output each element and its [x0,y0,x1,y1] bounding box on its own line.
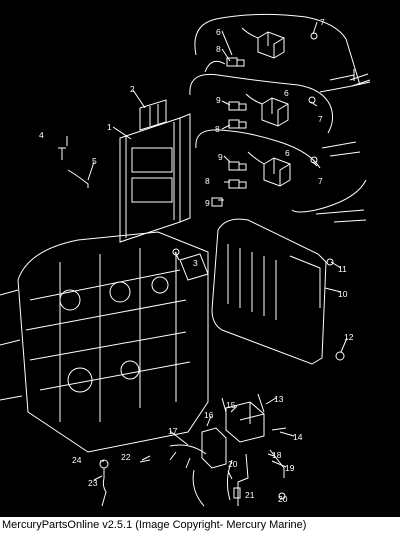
ignition-coil-3 [247,151,291,187]
callout-8a: 8 [216,44,221,54]
callout-4: 4 [39,130,44,140]
callout-9c: 9 [205,198,210,208]
callout-2: 2 [130,84,135,94]
intake-plate-assembly [119,99,191,243]
wiring-harness [169,444,285,507]
callout-17: 17 [168,426,178,436]
callout-22: 22 [121,452,131,462]
callout-18: 18 [272,450,282,460]
engine-block [0,231,209,453]
spark-plug-wire-2 [189,69,371,134]
callout-16: 16 [204,410,214,420]
callout-6b: 6 [284,88,289,98]
callout-7a: 7 [320,17,325,27]
callout-8b: 8 [215,124,220,134]
callout-13: 13 [274,394,284,404]
coil-connectors [211,32,318,207]
leader-lines [66,21,348,481]
spark-plug-wire-1 [194,13,371,87]
ignition-coil-1 [241,27,285,59]
callout-23: 23 [88,478,98,488]
callout-9b: 9 [218,152,223,162]
callout-5: 5 [92,156,97,166]
callout-14: 14 [293,432,303,442]
cover-plate [211,218,327,365]
callout-9a: 9 [216,95,221,105]
callout-3: 3 [193,258,198,268]
callout-8c: 8 [205,176,210,186]
callout-1: 1 [107,122,112,132]
callout-7c: 7 [318,176,323,186]
callout-7b: 7 [318,114,323,124]
ignition-coil-2 [245,93,289,127]
exploded-parts-diagram: 1 2 3 4 5 6 6 6 7 7 7 8 8 8 9 9 9 10 11 … [0,0,400,517]
callout-12: 12 [344,332,354,342]
callout-20b: 20 [278,494,288,504]
callout-21: 21 [245,490,255,500]
callout-11: 11 [338,264,347,274]
spark-plug-wire-3 [195,129,367,223]
callout-6c: 6 [285,148,290,158]
callout-24: 24 [72,455,82,465]
image-caption: MercuryPartsOnline v2.5.1 (Image Copyrig… [0,517,400,533]
fasteners [58,147,345,507]
callout-15: 15 [226,400,236,410]
callout-labels: 1 2 3 4 5 6 6 6 7 7 7 8 8 8 9 9 9 10 11 … [39,17,354,504]
callout-20a: 20 [228,459,238,469]
callout-19: 19 [285,463,295,473]
control-module [201,393,265,469]
callout-10: 10 [338,289,348,299]
callout-6a: 6 [216,27,221,37]
